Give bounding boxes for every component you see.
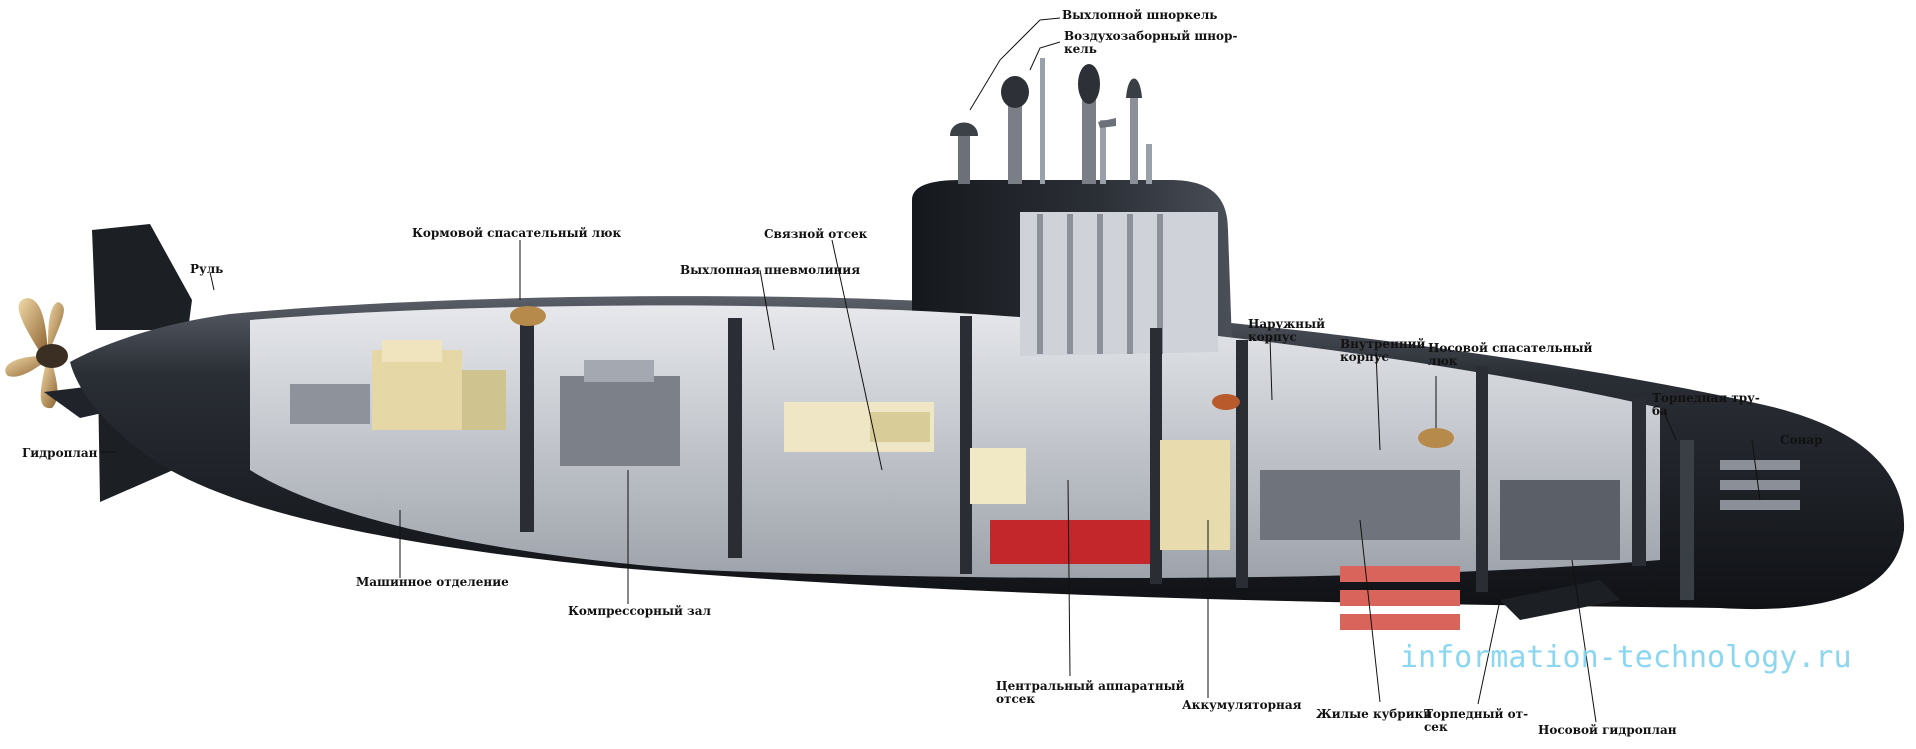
leader-lines <box>100 17 1761 723</box>
stern-hatch <box>510 306 546 326</box>
label-sonar: Сонар <box>1780 433 1823 447</box>
label-inner-hull: Внутренний корпус <box>1340 337 1426 364</box>
label-rudder: Руль <box>190 262 224 276</box>
tower-interior <box>1020 212 1218 356</box>
label-bow-hydroplane: Носовой гидроплан <box>1538 723 1677 737</box>
outer-hull-fitting <box>1212 394 1240 410</box>
engine-machinery <box>290 340 680 466</box>
label-central-control: Центральный аппаратный отсек <box>996 679 1185 706</box>
label-engine-room: Машинное отделение <box>356 575 509 589</box>
label-torpedo-tube: Торпедная тру- ба <box>1652 391 1760 418</box>
rudder-fin <box>92 224 192 330</box>
label-hydroplane: Гидроплан <box>22 446 98 460</box>
torpedo-room <box>1500 440 1800 600</box>
masts <box>950 58 1152 184</box>
label-living-quarters: Жилые кубрики <box>1316 707 1433 721</box>
label-battery: Аккумуляторная <box>1182 698 1302 712</box>
bow-hydroplane <box>1500 580 1620 620</box>
bow-hatch <box>1418 428 1454 448</box>
label-exhaust-snorkel: Выхлопной шноркель <box>1062 8 1218 22</box>
label-torpedo-compartment: Торпедный от- сек <box>1424 707 1529 734</box>
label-bow-escape-hatch: Носовой спасательный люк <box>1428 341 1593 368</box>
label-compressor-room: Компрессорный зал <box>568 604 711 618</box>
label-stern-escape-hatch: Кормовой спасательный люк <box>412 226 622 240</box>
label-outer-hull: Наружный корпус <box>1248 317 1326 344</box>
watermark-text: information-technology.ru <box>1400 640 1852 675</box>
bulkheads <box>520 316 1646 592</box>
control-room <box>784 402 1460 630</box>
label-intake-snorkel: Воздухозаборный шнор- кель <box>1064 29 1238 56</box>
propeller <box>5 298 68 409</box>
label-comm-compartment: Связной отсек <box>764 227 868 241</box>
label-exhaust-pneumatic-line: Выхлопная пневмолиния <box>680 263 861 277</box>
